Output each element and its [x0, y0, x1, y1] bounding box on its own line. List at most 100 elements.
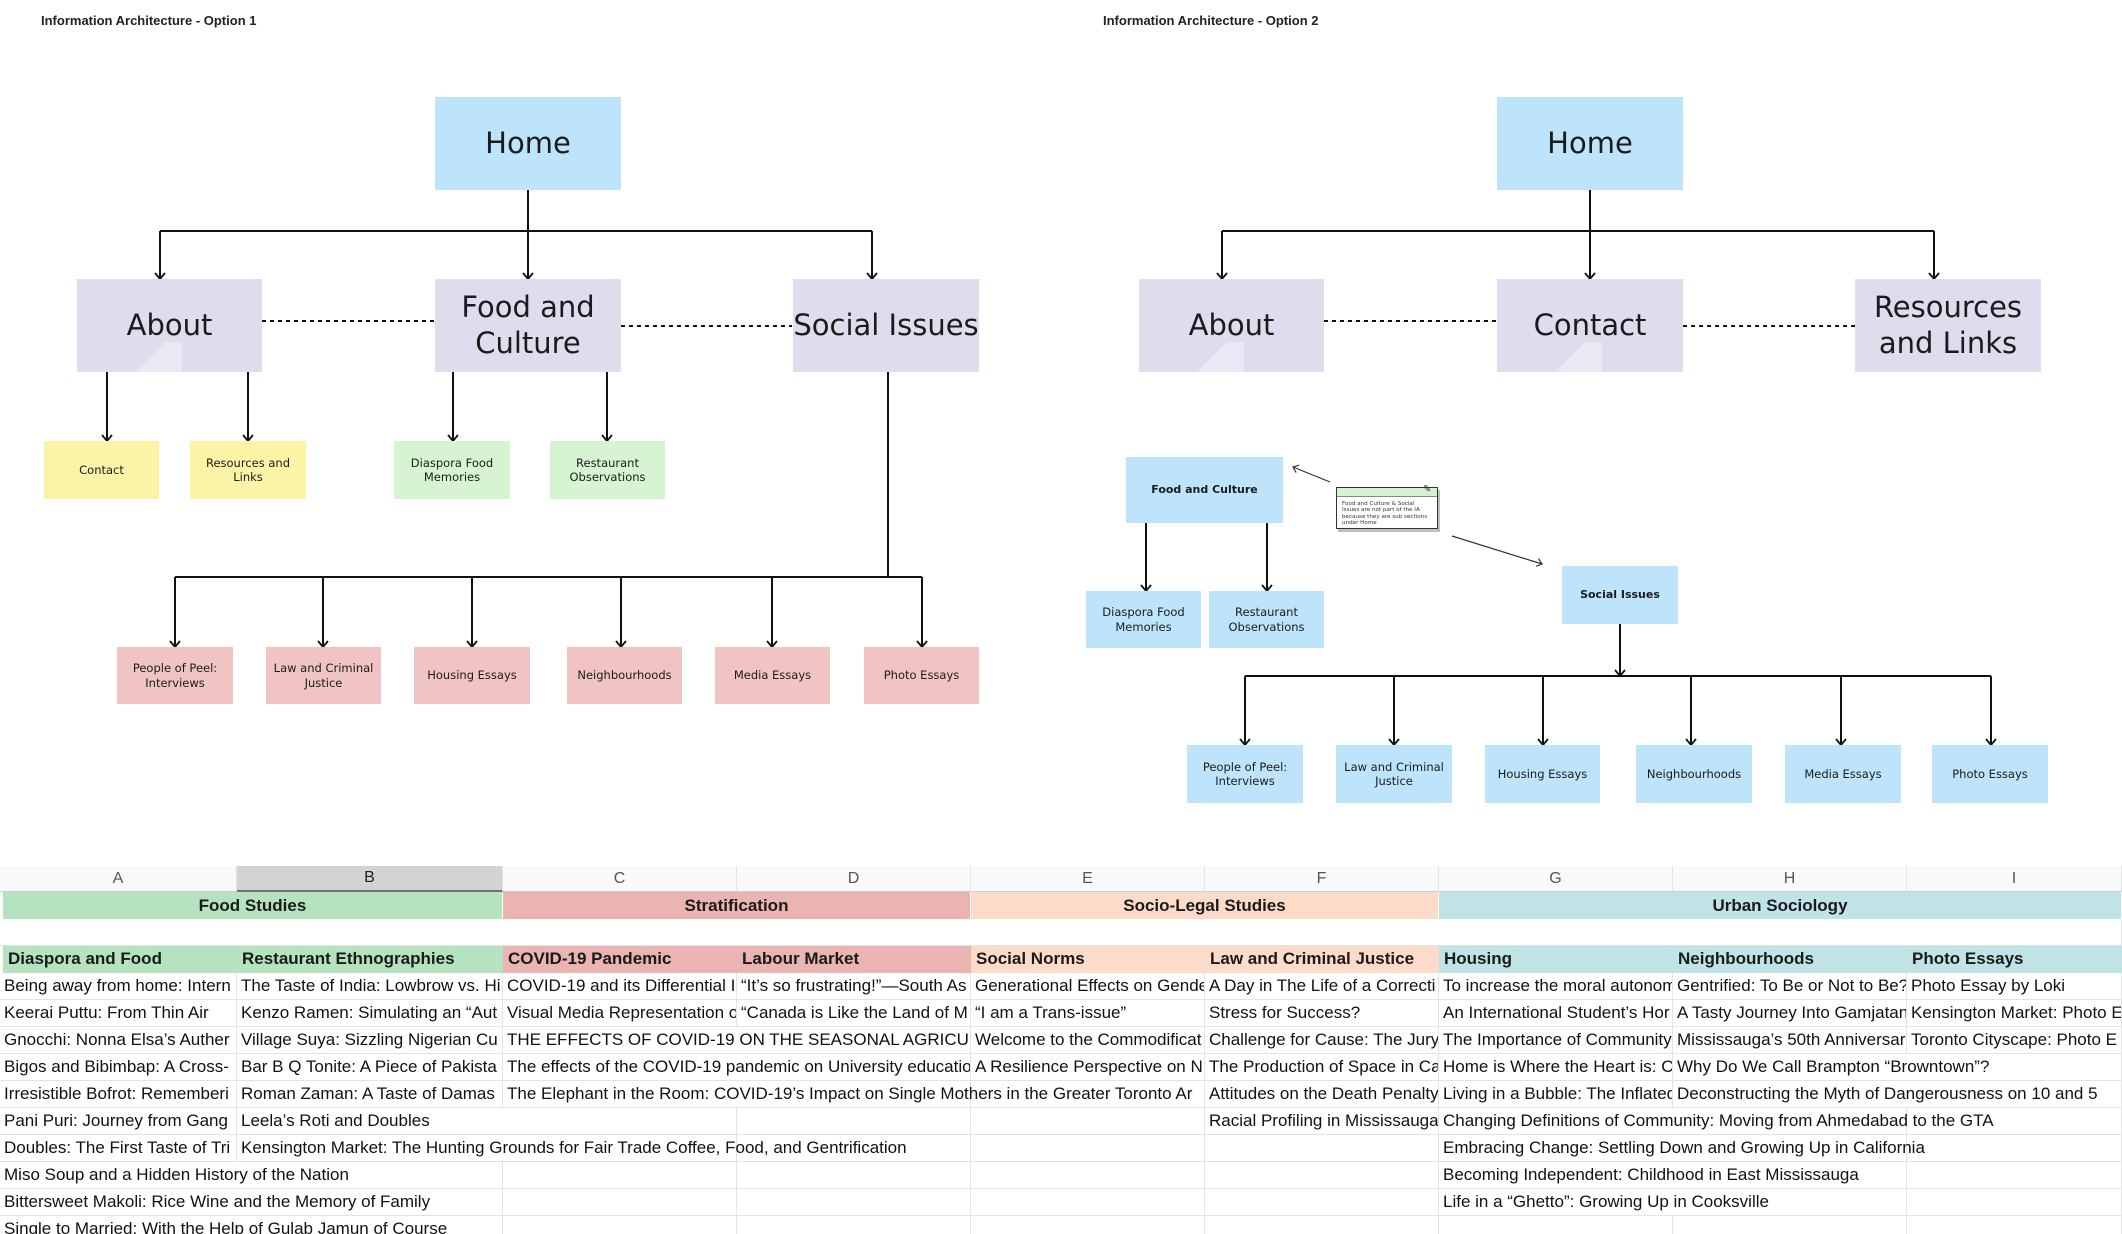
option2-about-node[interactable]: About [1139, 279, 1324, 372]
option1-child-people-of-peel[interactable]: People of Peel: Interviews [117, 647, 233, 704]
column-header-e[interactable]: E [971, 866, 1205, 892]
option2-child-media[interactable]: Media Essays [1785, 745, 1901, 803]
sticky-note[interactable]: ✎ Food and Culture & Social Issues are n… [1336, 485, 1438, 529]
option1-resources-node[interactable]: Resources and Links [190, 441, 306, 499]
table-cell[interactable]: Deconstructing the Myth of Dangerousness… [1673, 1081, 2122, 1108]
column-header-g[interactable]: G [1439, 866, 1673, 892]
table-cell[interactable]: To increase the moral autonom [1439, 973, 1673, 1000]
table-cell[interactable]: COVID-19 and its Differential I [503, 973, 737, 1000]
subheader-social-norms[interactable]: Social Norms [971, 946, 1205, 973]
option1-child-neighbourhoods[interactable]: Neighbourhoods [567, 647, 682, 704]
group-socio-legal-studies[interactable]: Socio-Legal Studies [971, 892, 1439, 919]
option2-resources-node[interactable]: Resources and Links [1855, 279, 2041, 372]
table-cell[interactable]: Bittersweet Makoli: Rice Wine and the Me… [0, 1189, 1439, 1216]
option1-home-node[interactable]: Home [435, 97, 621, 190]
table-cell[interactable] [237, 1216, 503, 1234]
table-cell[interactable]: Living in a Bubble: The Inflated [1439, 1081, 1673, 1108]
option2-child-housing[interactable]: Housing Essays [1485, 745, 1600, 803]
table-cell[interactable]: The Taste of India: Lowbrow vs. Hi [237, 973, 503, 1000]
table-cell[interactable]: Welcome to the Commodificat [971, 1027, 1205, 1054]
option1-child-media[interactable]: Media Essays [715, 647, 830, 704]
table-cell[interactable]: Leela’s Roti and Doubles [237, 1108, 1205, 1135]
table-cell[interactable]: A Tasty Journey Into Gamjatan [1673, 1000, 1907, 1027]
column-header-b[interactable]: B [237, 866, 503, 892]
table-cell[interactable]: Attitudes on the Death Penalty [1205, 1081, 1439, 1108]
subheader-housing[interactable]: Housing [1439, 946, 1673, 973]
table-cell[interactable]: The Importance of Community [1439, 1027, 1673, 1054]
table-cell[interactable]: “Canada is Like the Land of M [737, 1000, 971, 1027]
table-cell[interactable]: Gnocchi: Nonna Elsa’s Auther [0, 1027, 237, 1054]
table-cell[interactable]: Kensington Market: Photo E [1907, 1000, 2122, 1027]
group-stratification[interactable]: Stratification [503, 892, 971, 919]
table-cell[interactable]: Gentrified: To Be or Not to Be? [1673, 973, 1907, 1000]
table-cell[interactable] [1205, 1216, 1439, 1234]
subheader-diaspora-and-food[interactable]: Diaspora and Food [3, 946, 237, 973]
table-cell[interactable]: Single to Married: With the Help of Gula… [0, 1216, 2122, 1234]
table-cell[interactable]: Stress for Success? [1205, 1000, 1439, 1027]
table-cell[interactable]: Visual Media Representation o [503, 1000, 737, 1027]
option2-restaurant-node[interactable]: Restaurant Observations [1209, 591, 1324, 648]
table-cell[interactable]: Becoming Independent: Childhood in East … [1439, 1162, 2122, 1189]
option2-child-law[interactable]: Law and Criminal Justice [1336, 745, 1452, 803]
group-urban-sociology[interactable]: Urban Sociology [1439, 892, 2122, 919]
spreadsheet-pane[interactable]: A B C D E F G H I Food Studies Stratific… [0, 866, 2122, 1234]
subheader-law-criminal-justice[interactable]: Law and Criminal Justice [1205, 946, 1439, 973]
table-cell[interactable] [1673, 1216, 1907, 1234]
table-cell[interactable]: Bar B Q Tonite: A Piece of Pakista [237, 1054, 503, 1081]
column-header-f[interactable]: F [1205, 866, 1439, 892]
table-cell[interactable]: Embracing Change: Settling Down and Grow… [1439, 1135, 2122, 1162]
option2-diaspora-node[interactable]: Diaspora Food Memories [1086, 591, 1201, 648]
table-cell[interactable]: Changing Definitions of Community: Movin… [1439, 1108, 2122, 1135]
table-cell[interactable]: THE EFFECTS OF COVID-19 ON THE SEASONAL … [503, 1027, 971, 1054]
table-cell[interactable]: Generational Effects on Gende [971, 973, 1205, 1000]
group-food-studies[interactable]: Food Studies [3, 892, 503, 919]
option1-social-issues-node[interactable]: Social Issues [793, 279, 979, 372]
table-cell[interactable]: The Elephant in the Room: COVID-19’s Imp… [503, 1081, 1205, 1108]
table-cell[interactable]: Home is Where the Heart is: C [1439, 1054, 1673, 1081]
table-cell[interactable]: Why Do We Call Brampton “Browntown”? [1673, 1054, 2122, 1081]
option1-contact-node[interactable]: Contact [44, 441, 159, 499]
option1-food-culture-node[interactable]: Food and Culture [435, 279, 621, 372]
column-header-c[interactable]: C [503, 866, 737, 892]
option2-home-node[interactable]: Home [1497, 97, 1683, 190]
table-cell[interactable]: An International Student’s Hor [1439, 1000, 1673, 1027]
table-cell[interactable]: Pani Puri: Journey from Gang [0, 1108, 237, 1135]
table-cell[interactable]: Irresistible Bofrot: Rememberi [0, 1081, 237, 1108]
option2-contact-node[interactable]: Contact [1497, 279, 1683, 372]
subheader-neighbourhoods[interactable]: Neighbourhoods [1673, 946, 1907, 973]
table-cell[interactable]: Being away from home: Intern [0, 973, 237, 1000]
table-cell[interactable]: The effects of the COVID-19 pandemic on … [503, 1054, 971, 1081]
table-cell[interactable] [737, 1216, 971, 1234]
table-cell[interactable]: Doubles: The First Taste of Tri [0, 1135, 237, 1162]
subheader-labour-market[interactable]: Labour Market [737, 946, 971, 973]
table-cell[interactable]: Village Suya: Sizzling Nigerian Cu [237, 1027, 503, 1054]
option2-child-people-of-peel[interactable]: People of Peel: Interviews [1187, 745, 1303, 803]
table-cell[interactable]: Miso Soup and a Hidden History of the Na… [0, 1162, 1439, 1189]
table-cell[interactable]: Mississauga’s 50th Anniversar [1673, 1027, 1907, 1054]
option2-food-culture-node[interactable]: Food and Culture [1126, 457, 1283, 523]
option1-child-housing[interactable]: Housing Essays [414, 647, 530, 704]
column-header-a[interactable]: A [0, 866, 237, 892]
table-cell[interactable]: Challenge for Cause: The Jury [1205, 1027, 1439, 1054]
option1-child-photo[interactable]: Photo Essays [864, 647, 979, 704]
table-cell[interactable]: Toronto Cityscape: Photo E [1907, 1027, 2122, 1054]
table-cell[interactable]: Photo Essay by Loki [1907, 973, 2122, 1000]
option1-diaspora-node[interactable]: Diaspora Food Memories [394, 441, 510, 499]
table-cell[interactable]: “It’s so frustrating!”—South As [737, 973, 971, 1000]
subheader-covid19[interactable]: COVID-19 Pandemic [503, 946, 737, 973]
table-cell[interactable] [1439, 1216, 1673, 1234]
table-cell[interactable]: Racial Profiling in Mississauga [1205, 1108, 1439, 1135]
subheader-photo-essays[interactable]: Photo Essays [1907, 946, 2122, 973]
column-header-i[interactable]: I [1907, 866, 2122, 892]
empty-row[interactable] [0, 919, 2122, 946]
option2-child-photo[interactable]: Photo Essays [1932, 745, 2048, 803]
table-cell[interactable]: A Resilience Perspective on N [971, 1054, 1205, 1081]
column-header-d[interactable]: D [737, 866, 971, 892]
table-cell[interactable]: Roman Zaman: A Taste of Damas [237, 1081, 503, 1108]
table-cell[interactable] [971, 1216, 1205, 1234]
option1-restaurant-node[interactable]: Restaurant Observations [550, 441, 665, 499]
table-cell[interactable]: A Day in The Life of a Correcti [1205, 973, 1439, 1000]
subheader-restaurant-ethnographies[interactable]: Restaurant Ethnographies [237, 946, 503, 973]
option2-social-issues-node[interactable]: Social Issues [1562, 566, 1678, 624]
option1-about-node[interactable]: About [77, 279, 262, 372]
